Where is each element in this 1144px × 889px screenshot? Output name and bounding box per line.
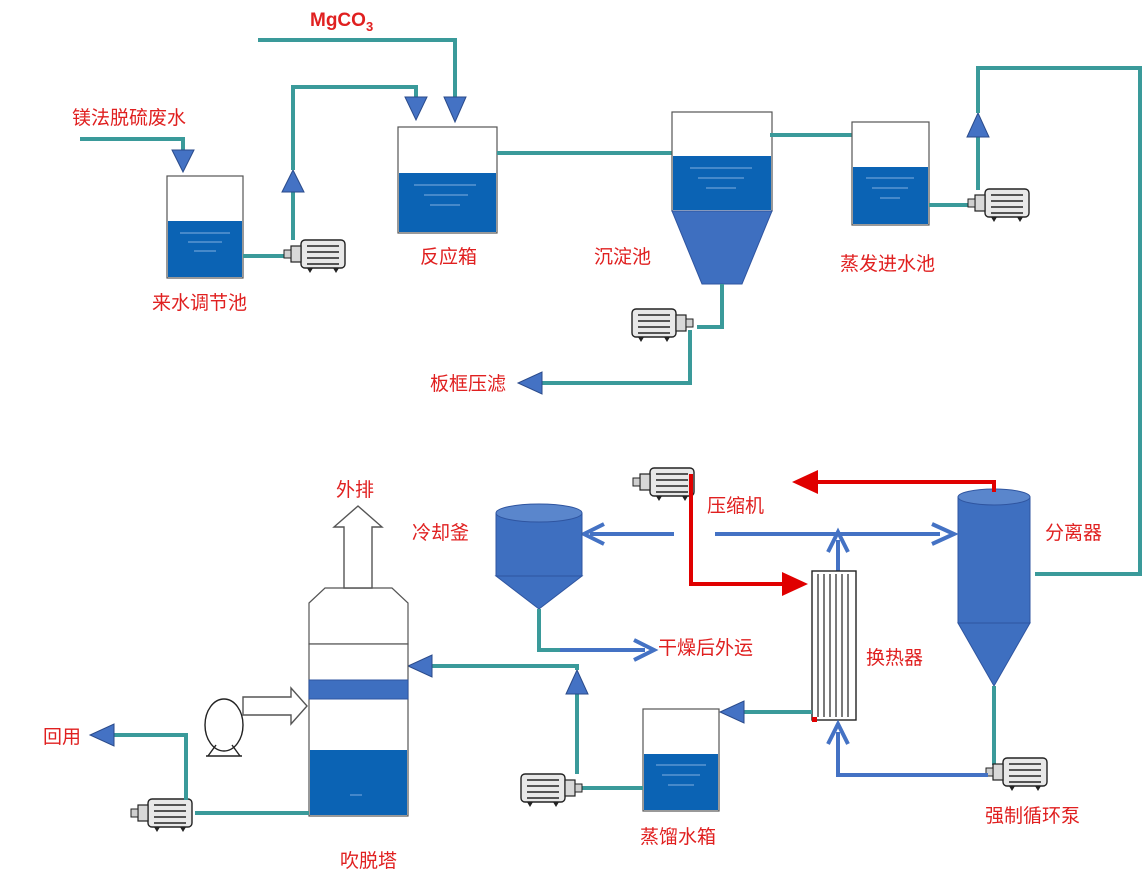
- arrow-right-icon: [931, 522, 959, 546]
- compressor-unit: [632, 467, 695, 502]
- label-regulating-tank: 来水调节池: [152, 292, 247, 314]
- arrow-right-icon: [782, 572, 808, 596]
- arrow-down-icon: [404, 96, 428, 122]
- heat-exchanger: [811, 570, 857, 722]
- evap-feed-tank: [851, 121, 930, 226]
- label-dried-out: 干燥后外运: [658, 637, 753, 659]
- label-heat-exchanger: 换热器: [866, 647, 923, 669]
- blower: [204, 686, 308, 757]
- pipe: [542, 330, 692, 385]
- arrow-left-icon: [88, 723, 115, 747]
- label-distilled-tank: 蒸馏水箱: [640, 826, 716, 848]
- wastewater-inlet: [80, 137, 195, 174]
- mgco3-feed-pipe: [258, 38, 457, 97]
- arrow-up-icon: [826, 719, 850, 745]
- vapor-line: [818, 480, 996, 492]
- arrow-left-icon: [579, 522, 605, 546]
- pipe: [537, 609, 560, 652]
- label-evap-feed-tank: 蒸发进水池: [840, 253, 935, 275]
- label-compressor: 压缩机: [707, 495, 764, 517]
- label-separator: 分离器: [1045, 522, 1102, 544]
- evap-feed-line: [976, 66, 1142, 576]
- label-reuse: 回用: [43, 726, 81, 748]
- arrow-left-icon: [792, 470, 818, 494]
- pipe: [114, 733, 188, 800]
- arrow-left-icon: [718, 700, 745, 724]
- sludge-pump: [631, 308, 694, 343]
- label-discharge: 外排: [336, 479, 374, 501]
- arrow-right-icon: [633, 638, 659, 662]
- label-cooling-kettle: 冷却釜: [412, 522, 469, 544]
- distilled-water-tank: [642, 708, 720, 812]
- label-forced-pump: 强制循环泵: [985, 805, 1080, 827]
- reaction-tank: [397, 126, 498, 234]
- pipe: [291, 85, 418, 170]
- cooling-kettle: [494, 503, 584, 610]
- pipe: [697, 284, 724, 329]
- arrow-up-icon: [281, 168, 305, 193]
- arrow-up-icon: [565, 668, 589, 695]
- label-sedimentation-tank: 沉淀池: [594, 246, 651, 268]
- separator-vessel: [957, 488, 1031, 688]
- distilled-water-pump: [520, 773, 583, 808]
- arrow-down-icon: [171, 149, 195, 174]
- arrow-up-icon: [966, 111, 990, 138]
- regulating-tank: [166, 175, 244, 279]
- circulation-line: [836, 732, 988, 777]
- transfer-pump-1: [283, 239, 346, 274]
- label-reaction-tank: 反应箱: [420, 246, 477, 268]
- pipe: [432, 664, 579, 670]
- air-arrow-icon: [242, 686, 308, 726]
- sedimentation-tank: [671, 111, 773, 285]
- arrow-down-icon: [443, 96, 467, 124]
- label-wastewater: 镁法脱硫废水: [72, 107, 186, 129]
- label-filter-press: 板框压滤: [430, 373, 506, 395]
- arrow-left-icon: [516, 371, 543, 395]
- label-stripping-tower: 吹脱塔: [340, 850, 397, 872]
- discharge-arrow-icon: [332, 505, 384, 589]
- stripping-tower: [308, 587, 409, 817]
- label-mgco3: MgCO3: [310, 10, 373, 34]
- compressed-vapor-line: [689, 474, 786, 586]
- arrow-up-icon: [826, 527, 850, 553]
- evap-feed-pump: [967, 188, 1030, 223]
- reuse-pump: [130, 798, 193, 833]
- arrow-left-icon: [406, 654, 433, 678]
